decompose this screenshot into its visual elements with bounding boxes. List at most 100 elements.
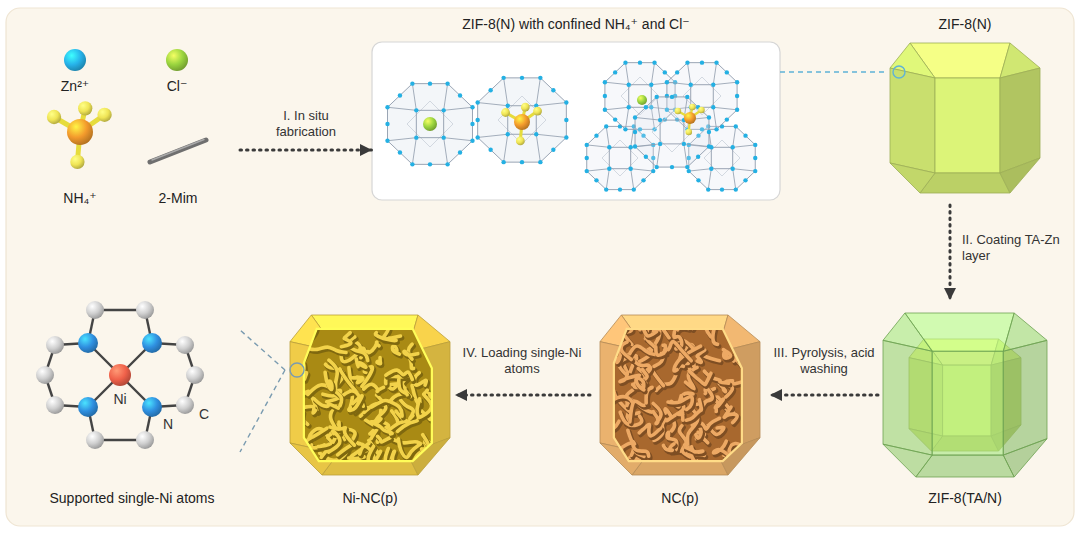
cage-cluster xyxy=(628,145,632,149)
cage-cluster xyxy=(633,130,637,134)
sodalite-cage xyxy=(564,135,568,139)
cage-cluster xyxy=(635,144,660,147)
cage-cluster xyxy=(682,142,686,146)
sodalite-cage xyxy=(423,117,437,131)
cage-cluster xyxy=(602,140,638,176)
ni-carbon-crystal xyxy=(341,463,361,483)
cage-cluster xyxy=(704,140,740,176)
cage-cluster xyxy=(649,83,653,87)
sodalite-cage xyxy=(410,162,414,166)
porous-carbon-crystal xyxy=(636,378,644,390)
cage-cluster xyxy=(684,144,709,147)
cage-cluster xyxy=(604,187,608,191)
porous-carbon-crystal xyxy=(740,329,750,361)
cage-cluster xyxy=(687,169,691,173)
sodalite-cage xyxy=(428,162,432,166)
cage-cluster xyxy=(665,80,669,84)
cage-cluster xyxy=(594,178,598,182)
sodalite-cage xyxy=(385,105,389,109)
sodalite-cage xyxy=(504,134,508,162)
sodalite-cage xyxy=(564,100,568,104)
sodalite-cage xyxy=(551,88,555,92)
ni-carbon-crystal xyxy=(419,394,431,417)
cage-cluster xyxy=(734,124,738,128)
sodalite-cage xyxy=(414,135,418,139)
porous-carbon-crystal xyxy=(621,342,631,359)
ni-carbon-crystal xyxy=(308,347,346,352)
cage-cluster xyxy=(753,169,757,173)
sodalite-cage xyxy=(475,118,479,122)
ni-n4-structure xyxy=(86,301,104,319)
cage-cluster xyxy=(730,145,734,149)
sodalite-cage xyxy=(475,135,479,139)
porous-carbon-crystal xyxy=(614,452,623,479)
cage-cluster xyxy=(644,105,648,109)
cage-cluster xyxy=(689,104,696,111)
reactant-icons xyxy=(47,110,61,124)
text-slot: Ni xyxy=(113,391,126,408)
cage-cluster xyxy=(652,60,656,64)
porous-carbon-crystal xyxy=(668,396,692,409)
cage-cluster xyxy=(603,108,607,112)
ni-carbon-crystal xyxy=(318,434,331,446)
step-label: I. In situ fabrication xyxy=(265,108,347,139)
reactant-icons xyxy=(150,140,206,162)
ni-carbon-crystal xyxy=(374,424,392,434)
cage-cluster xyxy=(700,60,704,64)
porous-carbon-crystal xyxy=(685,447,703,452)
ni-carbon-crystal xyxy=(306,465,335,498)
sodalite-cage xyxy=(388,138,417,141)
ni-carbon-crystal xyxy=(378,436,391,442)
species-label: Cl⁻ xyxy=(167,78,188,95)
reactant-icons xyxy=(64,49,86,71)
sodalite-cage xyxy=(470,122,474,126)
coated-crystal xyxy=(883,444,932,477)
porous-carbon-crystal xyxy=(724,407,737,423)
sodalite-cage xyxy=(508,106,537,135)
cage-cluster xyxy=(605,82,629,85)
cage-panel xyxy=(372,42,780,200)
crystal-box: ZIF-8(N) xyxy=(888,12,1045,205)
sodalite-cage xyxy=(385,122,389,126)
structure-box: Supported single-Ni atoms xyxy=(25,290,240,520)
coated-crystal xyxy=(1003,439,1047,477)
cage-panel xyxy=(372,42,780,200)
sodalite-cage xyxy=(385,139,389,143)
porous-carbon-crystal xyxy=(614,329,742,461)
sodalite-cage xyxy=(538,76,542,80)
cage-cluster xyxy=(605,107,629,110)
cage-cluster xyxy=(603,94,607,98)
cage-cluster xyxy=(689,83,693,87)
cage-cluster xyxy=(706,187,710,191)
cage-cluster xyxy=(628,166,632,170)
sodalite-cage xyxy=(416,110,443,137)
porous-carbon-crystal xyxy=(735,449,757,461)
text-slot: 2-Mim xyxy=(159,190,198,207)
cage-cluster xyxy=(714,60,718,64)
cage-cluster xyxy=(631,169,654,171)
text-slot: Supported single-Ni atoms xyxy=(50,490,215,507)
porous-carbon-crystal xyxy=(739,345,762,357)
material-label: NC(p) xyxy=(661,490,698,507)
sodalite-cage xyxy=(441,108,445,112)
ni-n4-structure xyxy=(109,364,131,386)
porous-carbon-crystal xyxy=(639,326,657,336)
cage-cluster xyxy=(657,144,660,167)
process-arrow xyxy=(770,394,878,397)
ni-carbon-crystal xyxy=(392,346,399,354)
cage-panel-box: ZIF-8(N) with confined NH₄⁺ and Cl⁻ xyxy=(372,12,780,202)
ni-carbon-crystal xyxy=(301,412,303,423)
cage-cluster xyxy=(689,169,712,171)
ni-carbon-crystal xyxy=(304,463,333,496)
reactant-icons xyxy=(47,49,206,169)
ni-carbon-crystal xyxy=(436,371,449,397)
coated-crystal xyxy=(932,351,1003,455)
cage-cluster xyxy=(641,178,645,182)
cage-cluster xyxy=(698,107,705,114)
species-label: NH₄⁺ xyxy=(63,190,96,207)
ni-carbon-crystal xyxy=(414,373,426,385)
species-label: Zn²⁺ xyxy=(61,78,89,95)
coated-crystal xyxy=(1003,340,1047,455)
sodalite-cage xyxy=(414,108,418,112)
